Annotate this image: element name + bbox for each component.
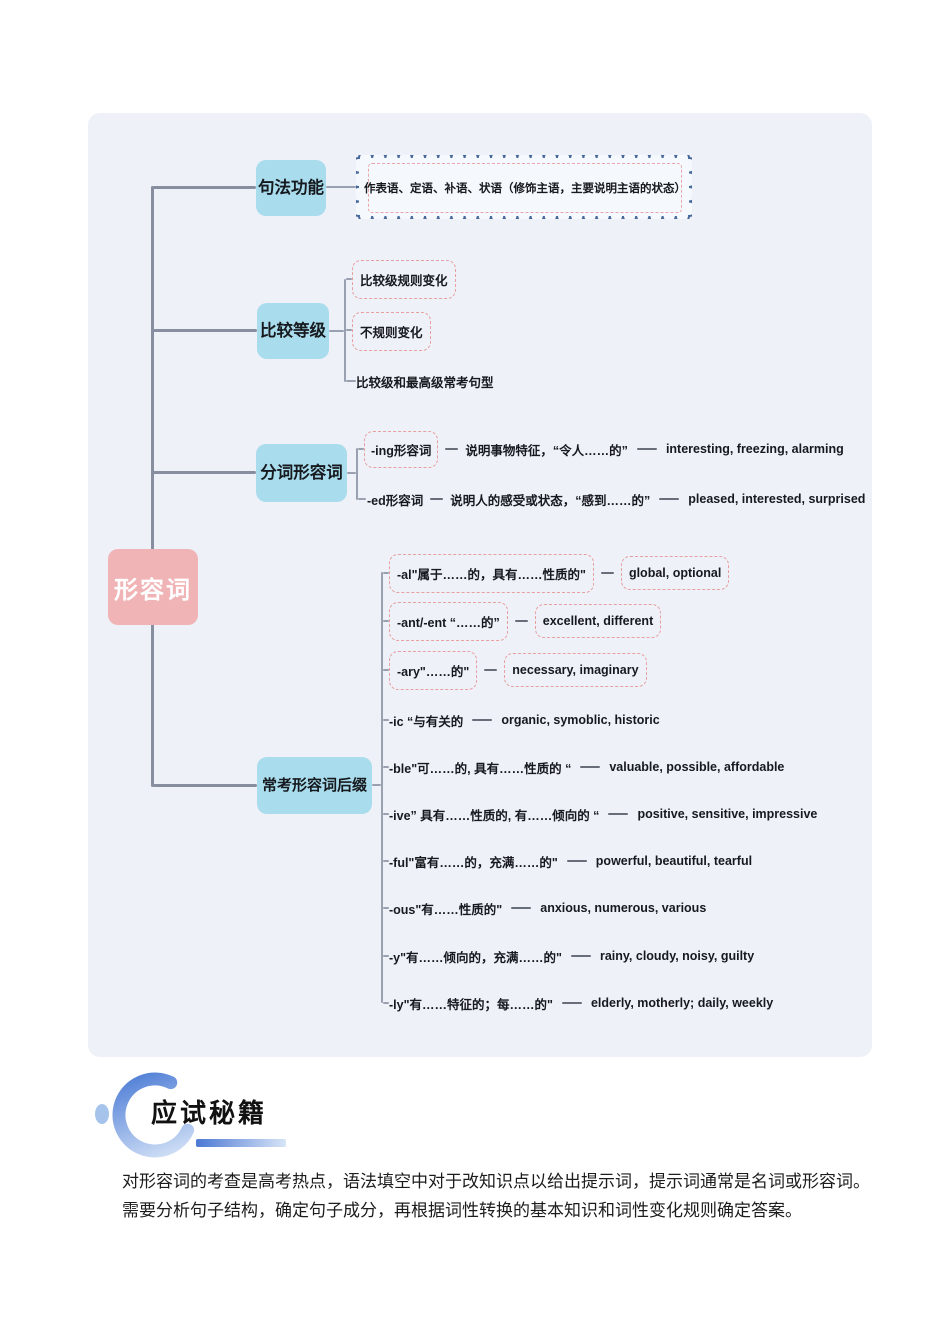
branch-syntax-function: 句法功能 bbox=[256, 160, 326, 216]
branch-common-suffixes: 常考形容词后缀 bbox=[257, 757, 372, 814]
dash-line bbox=[636, 448, 657, 450]
trunk-line bbox=[151, 186, 154, 787]
comparison-item: 不规则变化 bbox=[352, 310, 431, 352]
dash-line bbox=[608, 813, 629, 815]
stub bbox=[346, 380, 356, 382]
stub bbox=[383, 719, 389, 721]
ed-adjective-examples: pleased, interested, surprised bbox=[688, 492, 866, 506]
stub bbox=[383, 572, 389, 574]
tips-body-line2: 需要分析句子结构，确定句子成分，再根据词性转换的基本知识和词性变化规则确定答案。 bbox=[122, 1201, 802, 1220]
cloud-border bbox=[356, 155, 692, 219]
dash-line bbox=[511, 907, 532, 909]
suffix-examples: anxious, numerous, various bbox=[540, 901, 707, 915]
comparison-regular: 比较级规则变化 bbox=[352, 259, 456, 299]
participle-row-ing: -ing形容词 说明事物特征，“令人……的” interesting, free… bbox=[364, 429, 844, 469]
suffix-label: -ly"有……特征的；每……的" bbox=[389, 997, 553, 1012]
ed-adjective-desc: 说明人的感受或状态，“感到……的” bbox=[450, 493, 651, 508]
stub bbox=[346, 329, 352, 331]
central-topic: 形容词 bbox=[108, 549, 198, 625]
ing-adjective-examples: interesting, freezing, alarming bbox=[665, 442, 844, 456]
connector-branch-4 bbox=[153, 784, 257, 787]
suffix-row-ary: -ary"……的" necessary, imaginary bbox=[389, 649, 647, 691]
stub bbox=[329, 330, 344, 332]
suffix-row-ly: -ly"有……特征的；每……的" elderly, motherly; dail… bbox=[389, 992, 773, 1014]
connector-branch-3 bbox=[153, 471, 256, 474]
suffix-row-ant-ent: -ant/-ent “……的” excellent, different bbox=[389, 600, 662, 642]
comparison-item: 比较级和最高级常考句型 bbox=[356, 370, 494, 392]
suffix-row-y: -y"有……倾向的，充满……的" rainy, cloudy, noisy, g… bbox=[389, 945, 754, 967]
dash-line bbox=[445, 448, 459, 450]
connector-cloud bbox=[326, 186, 356, 188]
stub bbox=[358, 498, 366, 500]
suffix-row-al: -al"属于……的，具有……性质的" global, optional bbox=[389, 552, 730, 594]
stub bbox=[383, 766, 389, 768]
dash-line bbox=[484, 669, 498, 671]
spine-suffixes bbox=[381, 572, 383, 1003]
suffix-examples: rainy, cloudy, noisy, guilty bbox=[599, 949, 755, 963]
suffix-examples: elderly, motherly; daily, weekly bbox=[590, 996, 774, 1010]
suffix-label: -ary"……的" bbox=[389, 650, 478, 690]
dash-line bbox=[659, 498, 680, 500]
branch-participle-adjectives: 分词形容词 bbox=[256, 444, 347, 502]
dash-line bbox=[570, 955, 591, 957]
mindmap-card bbox=[88, 113, 872, 1057]
dash-line bbox=[580, 766, 601, 768]
stub bbox=[358, 448, 364, 450]
tips-title: 应试秘籍 bbox=[151, 1098, 268, 1128]
suffix-row-ous: -ous"有……性质的" anxious, numerous, various bbox=[389, 897, 706, 919]
spine-comparison bbox=[344, 279, 346, 382]
dash-line bbox=[600, 572, 614, 574]
suffix-label: -al"属于……的，具有……性质的" bbox=[389, 553, 594, 593]
suffix-examples: valuable, possible, affordable bbox=[609, 760, 785, 774]
connector-branch-1 bbox=[153, 186, 256, 189]
stub bbox=[383, 669, 389, 671]
branch-comparison-degrees: 比较等级 bbox=[257, 303, 329, 359]
stub bbox=[383, 620, 389, 622]
suffix-label: -y"有……倾向的，充满……的" bbox=[389, 950, 562, 965]
tips-underline bbox=[196, 1139, 286, 1147]
suffix-row-ic: -ic “与有关的 organic, symoblic, historic bbox=[389, 709, 660, 731]
suffix-row-ful: -ful"富有……的，充满……的" powerful, beautiful, t… bbox=[389, 850, 752, 872]
suffix-label: -ous"有……性质的" bbox=[389, 902, 503, 917]
suffix-examples: organic, symoblic, historic bbox=[501, 713, 660, 727]
connector-branch-2 bbox=[153, 329, 257, 332]
suffix-examples: global, optional bbox=[620, 556, 730, 590]
ing-adjective-label: -ing形容词 bbox=[364, 430, 439, 468]
dash-line bbox=[566, 860, 587, 862]
suffix-label: -ive” 具有……性质的, 有……倾向的 “ bbox=[389, 808, 600, 823]
dash-line bbox=[514, 620, 528, 622]
syntax-function-detail: 作表语、定语、补语、状语（修饰主语，主要说明主语的状态） bbox=[364, 163, 686, 213]
suffix-examples: powerful, beautiful, tearful bbox=[595, 854, 753, 868]
stub bbox=[383, 907, 389, 909]
suffix-label: -ic “与有关的 bbox=[389, 714, 464, 729]
stub bbox=[347, 472, 356, 474]
dot-icon bbox=[95, 1104, 109, 1124]
stub bbox=[372, 784, 381, 786]
tips-body-line1: 对形容词的考查是高考热点，语法填空中对于改知识点以给出提示词，提示词通常是名词或… bbox=[122, 1172, 870, 1191]
comparison-item: 比较级规则变化 bbox=[352, 258, 456, 300]
comparison-irregular: 不规则变化 bbox=[352, 311, 431, 351]
dash-line bbox=[472, 719, 493, 721]
stub bbox=[383, 813, 389, 815]
stub bbox=[383, 955, 389, 957]
comparison-patterns: 比较级和最高级常考句型 bbox=[356, 375, 494, 390]
suffix-examples: excellent, different bbox=[534, 604, 662, 638]
suffix-label: -ant/-ent “……的” bbox=[389, 601, 508, 641]
dash-line bbox=[561, 1002, 582, 1004]
ed-adjective-label: -ed形容词 bbox=[367, 493, 424, 508]
stub bbox=[383, 1002, 389, 1004]
ring-icon bbox=[95, 1072, 198, 1158]
dash-line bbox=[430, 498, 444, 500]
suffix-examples: necessary, imaginary bbox=[504, 653, 647, 687]
suffix-row-ive: -ive” 具有……性质的, 有……倾向的 “ positive, sensit… bbox=[389, 803, 817, 825]
stub bbox=[383, 860, 389, 862]
participle-row-ed: -ed形容词 说明人的感受或状态，“感到……的” pleased, intere… bbox=[367, 488, 865, 510]
suffix-examples: positive, sensitive, impressive bbox=[637, 807, 818, 821]
stub bbox=[346, 278, 352, 280]
suffix-label: -ful"富有……的，充满……的" bbox=[389, 855, 558, 870]
suffix-row-ble: -ble"可……的, 具有……性质的 “ valuable, possible,… bbox=[389, 756, 784, 778]
suffix-label: -ble"可……的, 具有……性质的 “ bbox=[389, 761, 572, 776]
spine-participle bbox=[356, 448, 358, 500]
ing-adjective-desc: 说明事物特征，“令人……的” bbox=[465, 443, 628, 458]
